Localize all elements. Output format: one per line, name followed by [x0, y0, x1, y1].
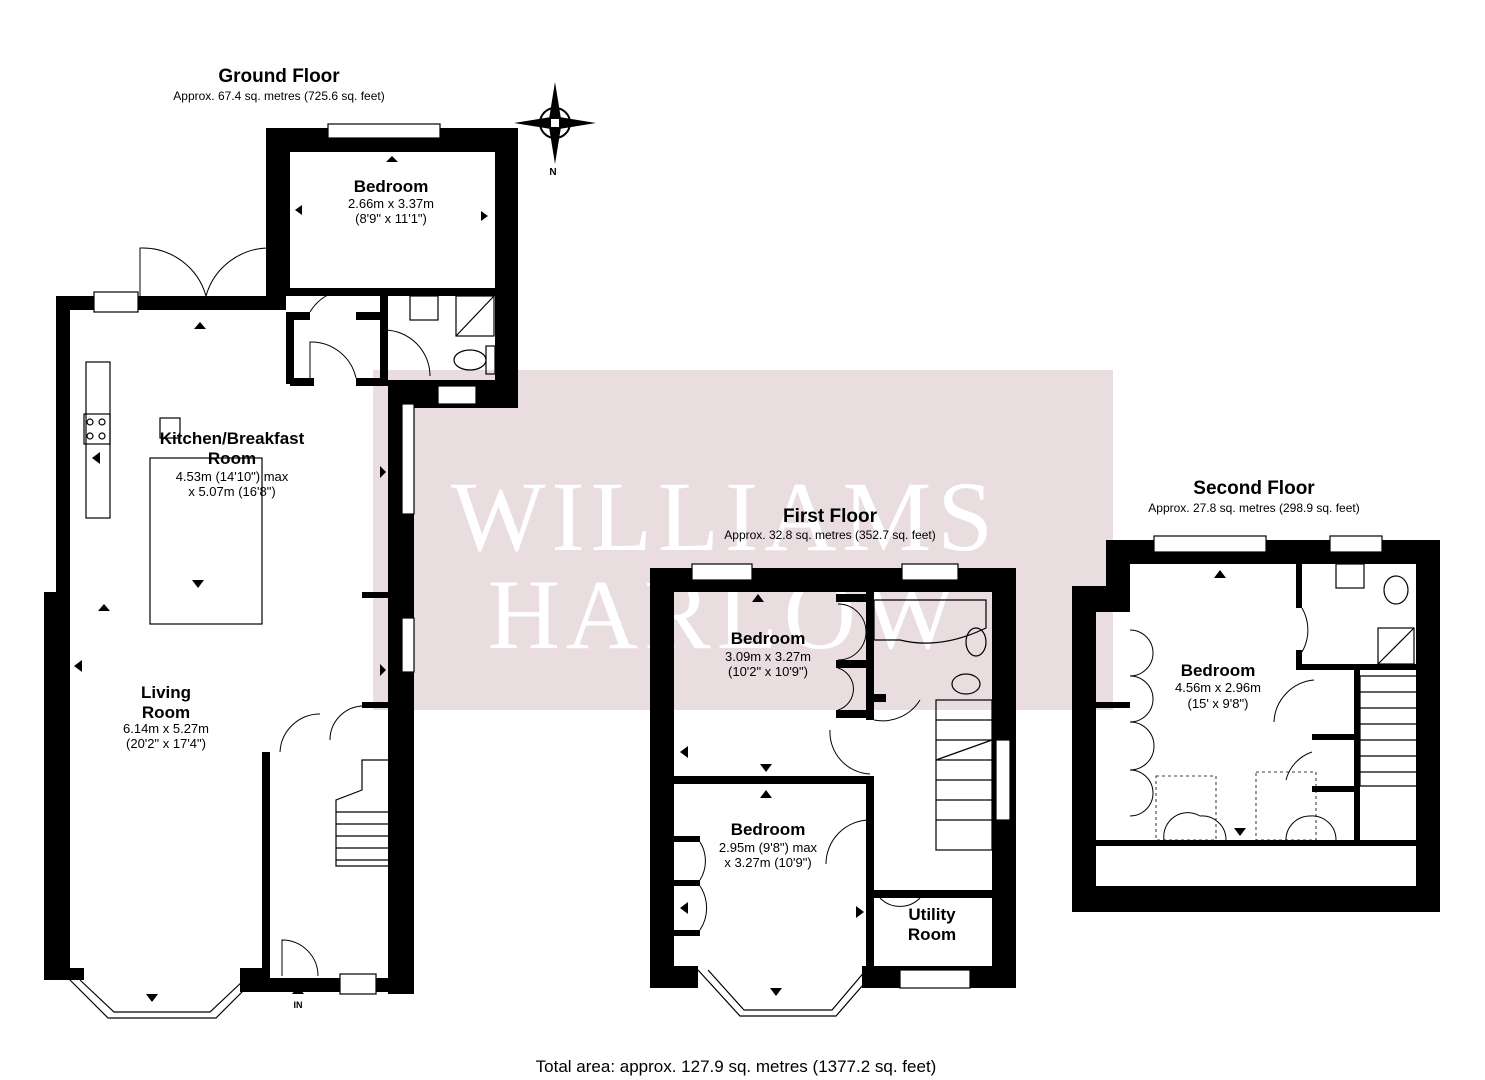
living-name-1: Living: [141, 683, 191, 702]
compass-north-label: N: [549, 167, 556, 178]
ff-bedroom-1-name: Bedroom: [731, 629, 806, 648]
gf-bedroom-name: Bedroom: [354, 177, 429, 196]
living-dim-1: 6.14m x 5.27m: [123, 721, 209, 736]
first-floor-title: First Floor: [783, 506, 878, 527]
ff-bedroom-1-dim-1: 3.09m x 3.27m: [725, 649, 811, 664]
kitchen-dim-1: 4.53m (14'10") max: [176, 469, 289, 484]
kitchen-name-2: Room: [208, 449, 256, 468]
ground-floor-title: Ground Floor: [218, 66, 340, 87]
sf-bedroom-name: Bedroom: [1181, 661, 1256, 680]
kitchen-dim-2: x 5.07m (16'8"): [188, 484, 275, 499]
hob-icon: [83, 413, 111, 445]
living-dim-2: (20'2" x 17'4"): [126, 736, 206, 751]
second-floor: Second Floor Approx. 27.8 sq. metres (29…: [1072, 478, 1440, 912]
gf-bedroom-dim-2: (8'9" x 11'1"): [355, 211, 427, 226]
ground-stairs: [335, 759, 388, 867]
first-floor-area: Approx. 32.8 sq. metres (352.7 sq. feet): [724, 528, 935, 542]
ff-bedroom-2-name: Bedroom: [731, 820, 806, 839]
ff-bedroom-2-dim-1: 2.95m (9'8") max: [719, 840, 818, 855]
ground-floor-area: Approx. 67.4 sq. metres (725.6 sq. feet): [173, 89, 384, 103]
ff-bedroom-2-dim-2: x 3.27m (10'9"): [724, 855, 811, 870]
second-stairs: [1359, 675, 1416, 787]
watermark-line-1: WILLIAMS: [451, 461, 999, 572]
watermark-panel: [373, 370, 1113, 710]
second-floor-title: Second Floor: [1193, 478, 1315, 499]
second-floor-area: Approx. 27.8 sq. metres (298.9 sq. feet): [1148, 501, 1359, 515]
first-floor: First Floor Approx. 32.8 sq. metres (352…: [650, 506, 1016, 1017]
ff-bedroom-1-dim-2: (10'2" x 10'9"): [728, 664, 808, 679]
utility-name-2: Room: [908, 925, 956, 944]
sf-bedroom-dim-2: (15' x 9'8"): [1188, 696, 1249, 711]
watermark: WILLIAMS HARLOW: [373, 370, 1113, 710]
entrance-label: IN: [294, 1000, 303, 1010]
total-area: Total area: approx. 127.9 sq. metres (13…: [536, 1057, 937, 1076]
first-stairs: [935, 699, 993, 851]
sf-bedroom-dim-1: 4.56m x 2.96m: [1175, 680, 1261, 695]
utility-name-1: Utility: [908, 905, 956, 924]
gf-bedroom-dim-1: 2.66m x 3.37m: [348, 196, 434, 211]
living-name-2: Room: [142, 703, 190, 722]
ground-floor: Ground Floor Approx. 67.4 sq. metres (72…: [44, 66, 518, 1019]
compass-icon: N: [514, 82, 596, 178]
kitchen-name-1: Kitchen/Breakfast: [160, 429, 305, 448]
